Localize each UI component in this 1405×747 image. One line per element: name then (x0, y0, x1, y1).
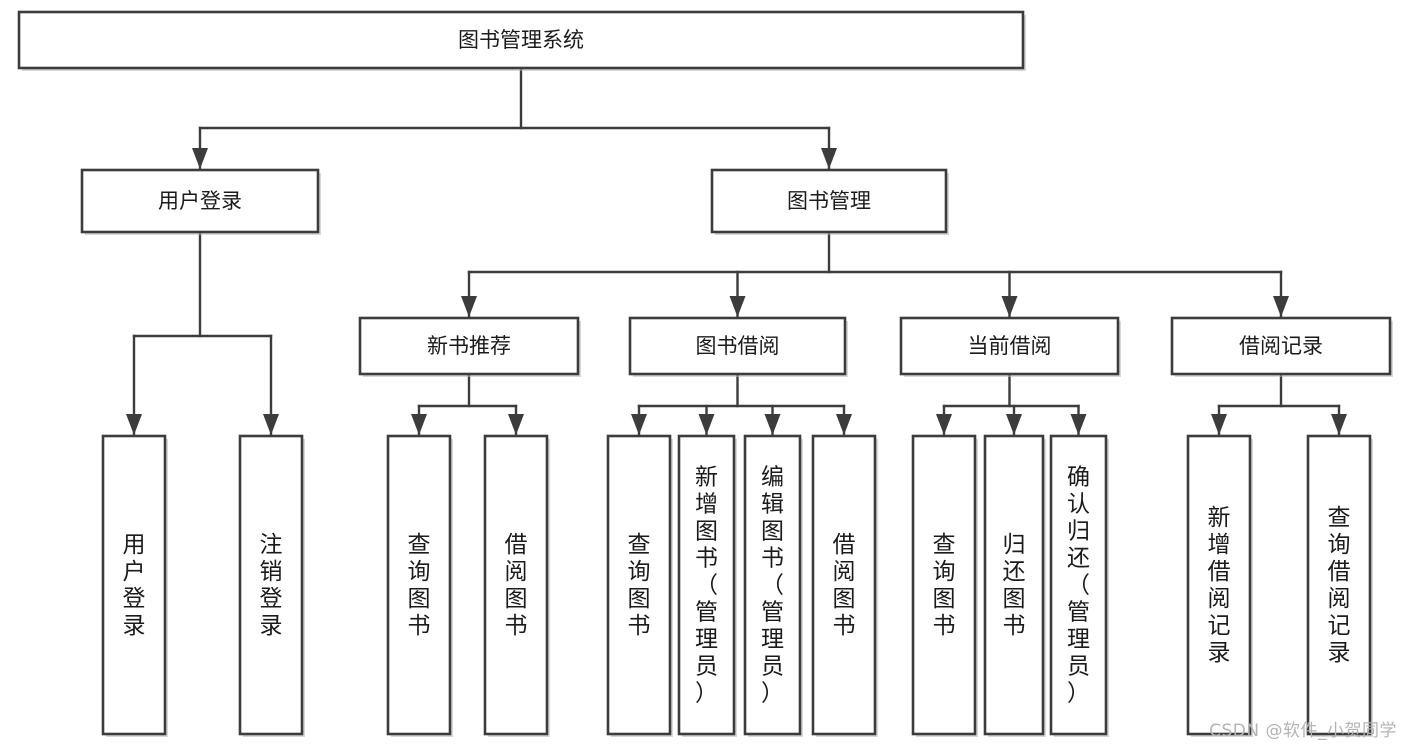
node-rect[interactable] (483, 434, 549, 736)
edge-group-book-borrow (631, 372, 852, 436)
node-leaf-query-record[interactable]: 查询借阅记录 (1306, 434, 1373, 737)
node-label: 借阅记录 (1239, 334, 1323, 358)
arrow-head-leaf-query-record (1331, 414, 1347, 435)
node-label: 借阅图书 (833, 532, 856, 639)
arrow-head-leaf-query-book-2 (631, 414, 647, 435)
node-leaf-query-book-1[interactable]: 查询图书 (386, 434, 453, 737)
node-rect[interactable] (80, 168, 320, 234)
node-label: 编辑图书（管理员） (761, 465, 784, 707)
node-rect[interactable] (899, 316, 1120, 376)
arrow-head-current-borrow (1001, 296, 1018, 317)
node-leaf-confirm-return[interactable]: 确认归还（管理员） (1049, 434, 1109, 737)
arrow-head-leaf-query-book-3 (936, 414, 952, 435)
node-rect[interactable] (1306, 434, 1372, 736)
arrow-head-leaf-borrow-book-1 (508, 414, 524, 435)
node-label: 新增图书（管理员） (695, 465, 718, 707)
node-rect[interactable] (710, 168, 948, 234)
node-label: 注销登录 (260, 532, 283, 639)
arrow-head-leaf-user-login (126, 414, 142, 435)
edge-group-new-book-rec (411, 372, 524, 436)
arrow-head-leaf-edit-book (764, 414, 781, 435)
arrow-head-leaf-query-book-1 (411, 414, 427, 435)
node-leaf-query-book-3[interactable]: 查询图书 (911, 434, 978, 737)
node-rect[interactable] (17, 10, 1025, 70)
node-label: 查询图书 (933, 532, 956, 639)
node-label: 用户登录 (158, 189, 242, 213)
node-label: 查询图书 (408, 532, 431, 639)
edges-layer (126, 66, 1347, 436)
arrow-head-leaf-return-book (1006, 414, 1022, 435)
node-leaf-add-book[interactable]: 新增图书（管理员） (677, 434, 737, 737)
node-leaf-add-record[interactable]: 新增借阅记录 (1186, 434, 1253, 737)
node-rect[interactable] (1186, 434, 1252, 736)
node-label: 确认归还（管理员） (1067, 465, 1090, 707)
node-rect[interactable] (628, 316, 847, 376)
node-leaf-return-book[interactable]: 归还图书 (983, 434, 1046, 737)
node-rect[interactable] (1049, 434, 1108, 736)
node-label: 当前借阅 (968, 334, 1052, 358)
node-rect[interactable] (983, 434, 1045, 736)
node-new-book-rec[interactable]: 新书推荐 (358, 316, 581, 377)
arrow-head-leaf-confirm-return (1070, 414, 1087, 435)
node-label: 借阅图书 (505, 532, 528, 639)
node-rect[interactable] (238, 434, 304, 736)
node-rect[interactable] (101, 434, 167, 736)
node-label: 查询图书 (628, 532, 651, 639)
node-book-borrow[interactable]: 图书借阅 (628, 316, 848, 377)
arrow-head-leaf-borrow-book-2 (836, 414, 852, 435)
node-label: 图书管理系统 (458, 28, 584, 52)
arrow-head-leaf-add-record (1211, 414, 1227, 435)
arrow-head-leaf-add-book (698, 414, 715, 435)
node-rect[interactable] (358, 316, 580, 376)
node-label: 查询借阅记录 (1328, 505, 1351, 666)
arrow-head-book-borrow (729, 296, 746, 317)
node-leaf-logout[interactable]: 注销登录 (238, 434, 305, 737)
edge-group-user-login (126, 230, 279, 436)
node-leaf-edit-book[interactable]: 编辑图书（管理员） (743, 434, 803, 737)
nodes-layer: 图书管理系统用户登录图书管理新书推荐图书借阅当前借阅借阅记录用户登录注销登录查询… (17, 10, 1393, 737)
node-label: 图书管理 (787, 189, 871, 213)
arrow-head-borrow-record (1273, 296, 1289, 317)
node-leaf-user-login[interactable]: 用户登录 (101, 434, 168, 737)
node-rect[interactable] (911, 434, 977, 736)
edge-group-current-borrow (936, 372, 1087, 436)
node-current-borrow[interactable]: 当前借阅 (899, 316, 1121, 377)
node-rect[interactable] (677, 434, 736, 736)
node-rect[interactable] (743, 434, 802, 736)
edge-group-borrow-record (1211, 372, 1347, 436)
node-label: 用户登录 (123, 532, 146, 639)
node-rect[interactable] (386, 434, 452, 736)
node-root[interactable]: 图书管理系统 (17, 10, 1026, 71)
node-user-login[interactable]: 用户登录 (80, 168, 321, 235)
node-leaf-borrow-book-1[interactable]: 借阅图书 (483, 434, 550, 737)
edge-group-root (192, 66, 837, 170)
edge-group-book-manage (461, 230, 1289, 318)
node-label: 新增借阅记录 (1208, 505, 1231, 666)
node-label: 新书推荐 (427, 334, 511, 358)
node-borrow-record[interactable]: 借阅记录 (1170, 316, 1393, 377)
node-label: 归还图书 (1003, 532, 1026, 639)
node-leaf-query-book-2[interactable]: 查询图书 (606, 434, 673, 737)
node-rect[interactable] (606, 434, 672, 736)
csdn-watermark: CSDN @软件_小贺同学 (1209, 721, 1397, 741)
arrow-head-leaf-logout (263, 414, 279, 435)
arrow-head-new-book-rec (461, 296, 477, 317)
node-label: 图书借阅 (696, 334, 780, 358)
node-leaf-borrow-book-2[interactable]: 借阅图书 (811, 434, 878, 737)
node-book-manage[interactable]: 图书管理 (710, 168, 949, 235)
node-rect[interactable] (1170, 316, 1392, 376)
node-rect[interactable] (811, 434, 877, 736)
arrow-head-user-login (192, 148, 208, 169)
arrow-head-book-manage (821, 148, 837, 169)
